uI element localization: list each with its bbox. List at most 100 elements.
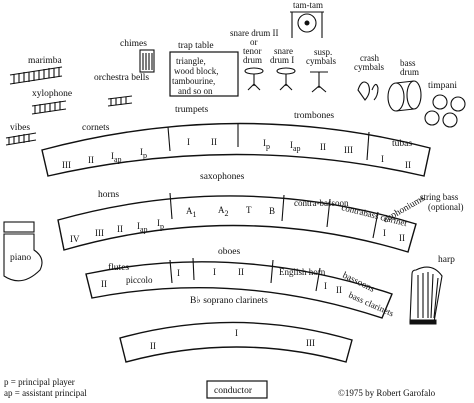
trap-table-box bbox=[169, 51, 239, 97]
tubas-label: tubas bbox=[392, 139, 412, 149]
trombone-i-ap: Iap bbox=[290, 140, 301, 153]
flute-ii: II bbox=[101, 279, 107, 289]
trombone-i-p: Ip bbox=[263, 138, 270, 151]
euphonium-i: I bbox=[383, 228, 386, 238]
sax-baritone: B bbox=[269, 206, 275, 216]
saxophones-label: saxophones bbox=[200, 172, 245, 182]
sax-tenor: T bbox=[246, 205, 252, 215]
orchestra-bells-label: orchestra bells bbox=[94, 73, 149, 83]
horn-i-p: Ip bbox=[157, 218, 164, 231]
english-horn-label: English horn bbox=[279, 267, 326, 277]
snare-drum-ii-label-4: drum bbox=[243, 55, 262, 65]
tuba-ii: II bbox=[405, 160, 411, 170]
legend-assistant: ap = assistant principal bbox=[4, 388, 87, 398]
xylophone-icon bbox=[31, 100, 67, 115]
marimba-icon bbox=[9, 66, 63, 85]
timpani-icon bbox=[424, 94, 466, 128]
contrabassoon-section: contra-bassoon bbox=[294, 198, 349, 208]
cornet-i-p: Ip bbox=[140, 147, 147, 160]
trombones-section: Ip Iap II III bbox=[263, 138, 353, 155]
trumpet-ii: II bbox=[211, 137, 217, 147]
tam-tam-label: tam-tam bbox=[293, 0, 323, 10]
bassoon-i: I bbox=[324, 281, 327, 291]
bass-drum-label-2: drum bbox=[400, 67, 419, 77]
oboe-i: I bbox=[213, 267, 216, 277]
piano-icon bbox=[3, 221, 43, 282]
crash-cymbals-label-2: cymbals bbox=[354, 62, 384, 72]
clarinets-section: II I III bbox=[150, 328, 315, 351]
copyright-text: ©1975 by Robert Garofalo bbox=[338, 388, 436, 398]
oboes-section: I II bbox=[213, 267, 244, 277]
flutes-label: flutes bbox=[108, 262, 129, 273]
xylophone-label: xylophone bbox=[32, 89, 72, 99]
flute-i: I bbox=[177, 268, 180, 278]
sax-alto-2: A2 bbox=[218, 205, 229, 218]
susp-cymbals-icon bbox=[310, 71, 328, 93]
oboe-ii: II bbox=[238, 267, 244, 277]
clarinet-i: I bbox=[235, 328, 238, 338]
bassoon-ii: II bbox=[336, 285, 342, 295]
horns-saxes-row-arc bbox=[57, 192, 417, 253]
clarinets-label: B♭ soprano clarinets bbox=[190, 296, 268, 306]
trap-table-item-4: and so on bbox=[178, 86, 213, 96]
trumpet-i: I bbox=[187, 137, 190, 147]
flutes-section: II piccolo I bbox=[101, 268, 180, 289]
trombones-label: trombones bbox=[294, 111, 334, 121]
vibes-icon bbox=[5, 132, 37, 146]
horn-i-ap: Iap bbox=[137, 221, 148, 234]
tuba-i: I bbox=[381, 154, 384, 164]
tam-tam-icon bbox=[290, 11, 324, 38]
piano-label: piano bbox=[10, 253, 31, 263]
legend-principal: p = principal player bbox=[4, 377, 75, 387]
euphoniums-section: I II bbox=[383, 228, 405, 243]
bass-drum-label-1: bass bbox=[400, 58, 416, 68]
snare-drum-i-label-1: snare bbox=[274, 46, 293, 56]
saxophones-section: A1 A2 T B bbox=[186, 205, 275, 219]
conductor-box bbox=[206, 380, 268, 399]
trap-table-item-3: tambourine, bbox=[172, 76, 215, 86]
string-bass-label-2: (optional) bbox=[428, 202, 464, 212]
harp-label: harp bbox=[438, 255, 455, 265]
susp-cymbals-label-2: cymbals bbox=[306, 56, 336, 66]
trumpets-section: I II bbox=[187, 137, 217, 147]
trumpets-label: trumpets bbox=[175, 105, 209, 115]
cornet-ii: II bbox=[88, 155, 94, 165]
chimes-icon bbox=[139, 49, 155, 73]
clarinet-ii: II bbox=[150, 341, 156, 351]
horn-iii: III bbox=[95, 228, 104, 238]
snare-drum-ii-icon bbox=[244, 67, 264, 91]
bass-drum-icon bbox=[387, 80, 422, 112]
horns-label: horns bbox=[98, 190, 119, 200]
snare-drum-i-icon bbox=[276, 67, 296, 91]
crash-cymbals-icon bbox=[357, 81, 379, 101]
conductor-label: conductor bbox=[214, 386, 253, 396]
chimes-label: chimes bbox=[120, 39, 147, 49]
clarinets-row-arc bbox=[119, 321, 353, 363]
sax-alto-1: A1 bbox=[186, 206, 197, 219]
horns-section: IV III II Iap Ip bbox=[70, 218, 164, 244]
vibes-label: vibes bbox=[10, 123, 30, 133]
timpani-label: timpani bbox=[428, 81, 457, 91]
euphonium-ii: II bbox=[399, 233, 405, 243]
tubas-section: I II bbox=[381, 154, 411, 170]
woodwinds-row-arc bbox=[85, 257, 393, 319]
crash-cymbals-label-1: crash bbox=[360, 53, 379, 63]
snare-drum-i-label-2: drum I bbox=[270, 55, 294, 65]
trap-table-item-1: triangle, bbox=[176, 56, 206, 66]
cornet-i-ap: Iap bbox=[111, 151, 122, 164]
trombone-ii: II bbox=[320, 142, 326, 152]
susp-cymbals-label-1: susp. bbox=[314, 47, 332, 57]
snare-drum-ii-label-2: or bbox=[250, 37, 258, 47]
cornet-iii: III bbox=[62, 160, 71, 170]
brass-row-arc bbox=[41, 122, 431, 177]
cornets-section: III II Iap Ip bbox=[62, 147, 147, 170]
oboes-label: oboes bbox=[218, 247, 240, 257]
orchestra-bells-icon bbox=[107, 95, 133, 107]
trombone-iii: III bbox=[344, 145, 353, 155]
clarinet-iii: III bbox=[306, 338, 315, 348]
string-bass-label-1: string bass bbox=[420, 192, 459, 202]
cornets-label: cornets bbox=[82, 123, 110, 133]
snare-drum-ii-label-3: tenor bbox=[243, 46, 262, 56]
harp-icon bbox=[409, 266, 443, 325]
